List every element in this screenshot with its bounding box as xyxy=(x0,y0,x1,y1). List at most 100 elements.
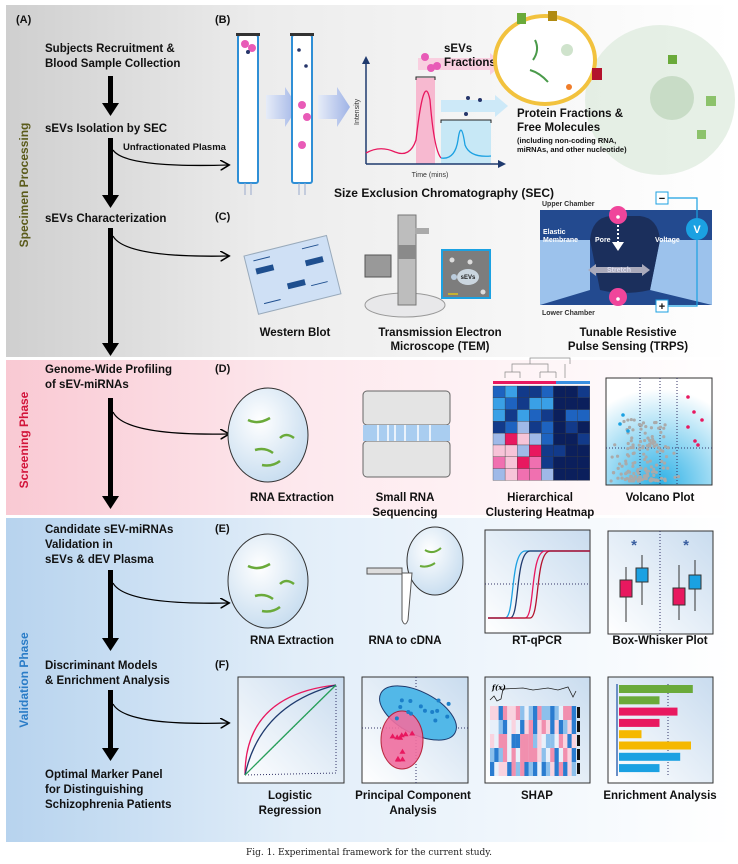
heatmap-cell xyxy=(577,456,590,469)
shap-cell xyxy=(571,734,577,748)
heatmap-cell xyxy=(553,421,566,434)
pca-plot xyxy=(361,676,469,784)
volcano-point xyxy=(637,447,641,451)
shap-cell xyxy=(498,748,503,762)
volcano-point xyxy=(662,461,667,465)
step-profiling-line2: of sEV-miRNAs xyxy=(45,379,129,391)
heatmap-cell xyxy=(553,397,566,410)
volcano-point xyxy=(643,431,647,435)
volcano-point xyxy=(652,473,656,477)
panel-label-c: (C) xyxy=(215,211,231,223)
shap-cell xyxy=(524,720,529,734)
shap-cell xyxy=(537,762,542,776)
volcano-point xyxy=(662,426,666,430)
panel-label-f: (F) xyxy=(215,659,229,671)
step-characterization: sEVs Characterization xyxy=(45,213,166,225)
heatmap-cell xyxy=(577,421,590,434)
rna-extraction-label-validation: RNA Extraction xyxy=(250,635,334,647)
shap-cell xyxy=(520,748,525,762)
significance-star-1: * xyxy=(631,537,637,554)
heatmap-cell xyxy=(565,444,578,457)
shap-cell xyxy=(563,762,568,776)
volcano-point xyxy=(636,479,640,483)
volcano-point xyxy=(646,436,650,440)
shap-cell xyxy=(507,762,512,776)
heatmap-cell xyxy=(492,433,506,446)
shap-cell xyxy=(490,734,495,748)
box-whisker-plot: * * xyxy=(607,530,714,635)
sec-chromatogram: Intensity Time (mins) xyxy=(354,53,508,179)
shap-cell xyxy=(515,720,521,734)
heatmap-cell xyxy=(541,444,554,457)
volcano-point xyxy=(644,455,648,459)
extracellular-vesicle-illustration xyxy=(493,11,735,175)
volcano-point-up xyxy=(700,418,704,422)
shap-cell xyxy=(528,706,534,720)
shap-cell xyxy=(494,748,499,762)
shap-cell xyxy=(558,706,564,720)
volcano-point xyxy=(657,446,661,450)
shap-cell xyxy=(533,734,538,748)
volcano-plot xyxy=(605,377,713,486)
shap-cell xyxy=(533,748,538,762)
heatmap-cell xyxy=(517,409,530,422)
enrichment-bar xyxy=(619,696,660,705)
heatmap-cell xyxy=(529,385,542,398)
heatmap-cell xyxy=(529,468,542,481)
shap-cell xyxy=(533,706,538,720)
heatmap-cell xyxy=(553,456,566,469)
volcano-point xyxy=(631,446,635,450)
heatmap-cell xyxy=(492,385,506,398)
volcano-point xyxy=(676,475,681,479)
heatmap-cell xyxy=(504,409,518,422)
branch-arrows xyxy=(112,149,228,723)
rna-extraction-label-screening: RNA Extraction xyxy=(250,492,334,504)
volcano-point xyxy=(632,418,636,422)
heatmap-cell xyxy=(529,444,542,457)
volcano-point xyxy=(673,475,677,479)
shap-cell xyxy=(554,748,559,762)
pore-label: Pore xyxy=(595,237,611,244)
heatmap-cell xyxy=(504,456,518,469)
volcano-point xyxy=(636,468,640,472)
shap-cell xyxy=(563,734,568,748)
volcano-point xyxy=(625,453,630,457)
plus-electrode: + xyxy=(659,301,665,313)
volcano-point xyxy=(658,425,663,429)
volcano-point xyxy=(672,451,676,455)
step-recruitment-line1: Subjects Recruitment & xyxy=(45,43,175,55)
volcano-point xyxy=(620,476,624,480)
box-whisker-label: Box-Whisker Plot xyxy=(612,635,707,647)
volcano-point xyxy=(655,443,659,447)
shap-cell xyxy=(524,734,529,748)
volcano-point-up xyxy=(693,439,697,443)
shap-cell xyxy=(511,706,516,720)
shap-cell xyxy=(494,734,499,748)
shap-cell xyxy=(558,720,564,734)
volcano-point xyxy=(645,469,649,474)
section-title-specimen: Specimen Processing xyxy=(17,123,31,248)
step-candidate-line3: sEVs & dEV Plasma xyxy=(45,554,154,566)
heatmap-cell xyxy=(565,385,578,398)
shap-cell xyxy=(498,706,503,720)
heatmap-cell xyxy=(529,397,542,410)
shap-cell xyxy=(554,762,559,776)
small-rna-seq-label-line1: Small RNA xyxy=(376,492,435,504)
heatmap-cell xyxy=(504,433,518,446)
shap-cell xyxy=(520,762,525,776)
volcano-point xyxy=(663,444,668,449)
volcano-point xyxy=(666,466,670,470)
heatmap-label-line1: Hierarchical xyxy=(507,492,573,504)
shap-cell xyxy=(571,720,577,734)
shap-feature-bar xyxy=(577,735,580,746)
volcano-point xyxy=(659,476,664,480)
shap-cell xyxy=(554,734,559,748)
rna-to-cdna-illustration xyxy=(366,526,464,625)
pca-point-group-1 xyxy=(445,714,450,719)
shap-cell xyxy=(524,748,529,762)
heatmap-cell xyxy=(541,456,554,469)
volcano-point xyxy=(652,469,656,474)
volcano-point xyxy=(639,466,643,470)
heatmap-cell xyxy=(565,421,578,434)
pca-point-group-1 xyxy=(406,709,411,714)
